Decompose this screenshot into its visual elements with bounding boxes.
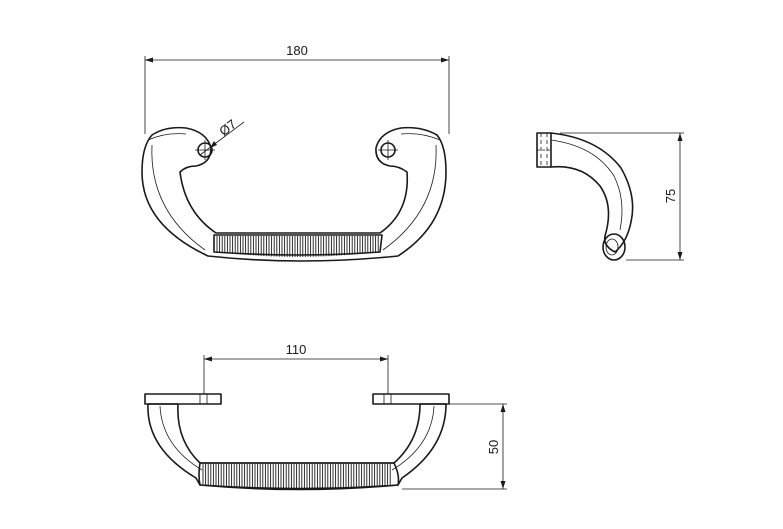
dimension-hole-diameter: Ø7	[199, 116, 245, 156]
front-right-mounting-hole	[378, 140, 398, 160]
side-grip-end	[602, 233, 626, 261]
front-left-mounting-hole	[195, 140, 215, 160]
dimension-110: 110	[203, 342, 389, 394]
top-grip-outline	[198, 462, 400, 490]
front-handle-outline	[141, 126, 447, 262]
top-left-arm-contour	[159, 405, 203, 471]
top-right-arm-contour	[391, 405, 435, 471]
front-grip-ribs	[216, 236, 379, 257]
dimension-50: 50	[402, 403, 507, 490]
dimension-50-label: 50	[486, 440, 501, 454]
dimension-110-label: 110	[286, 342, 307, 357]
top-right-mount-plate	[372, 393, 450, 405]
dimension-75: 75	[560, 132, 684, 261]
side-view: 75	[536, 132, 684, 261]
dimension-75-label: 75	[663, 189, 678, 203]
dimension-180: 180	[144, 43, 450, 134]
front-right-ear-edge	[400, 133, 441, 141]
top-grip-ribs	[202, 464, 391, 490]
side-handle-outline	[536, 132, 634, 253]
dimension-180-label: 180	[286, 43, 308, 58]
front-right-arm-contour	[382, 144, 437, 251]
dimension-hole-diameter-label: Ø7	[216, 116, 239, 138]
front-left-arm-contour	[151, 144, 206, 251]
top-view: 110 50	[144, 342, 507, 491]
top-left-mount-plate	[144, 393, 222, 405]
front-view: 180 Ø7	[141, 43, 450, 262]
front-left-ear-edge	[147, 133, 187, 141]
side-handle-inner-contour	[550, 139, 623, 231]
